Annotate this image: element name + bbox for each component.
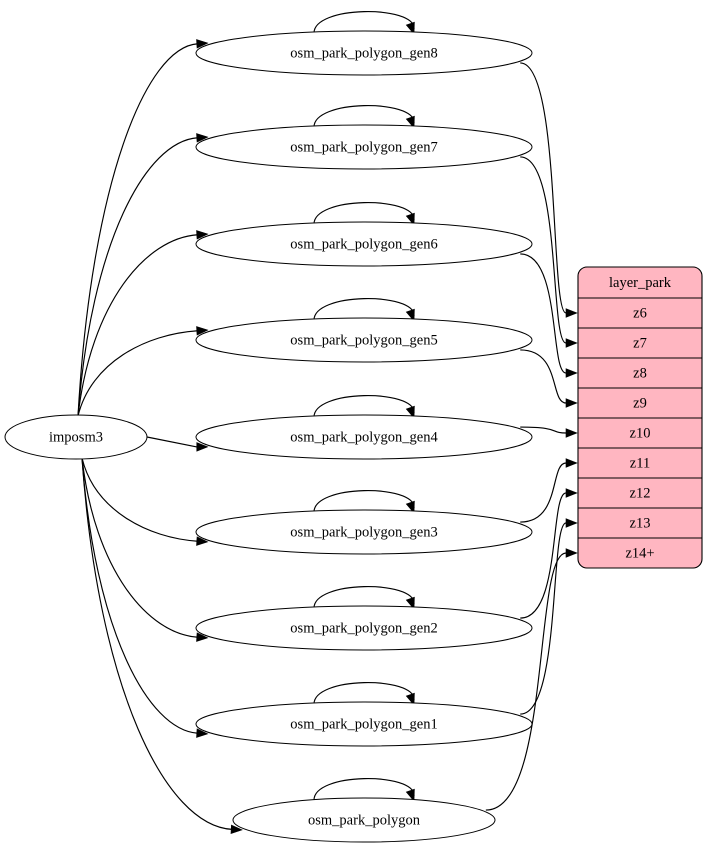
node-osm_park_polygon_gen6-shape	[195, 221, 533, 267]
edge-imposm3-to-osm_park_polygon_gen4	[146, 436, 197, 448]
arrow-imposm3-to-osm_park_polygon_gen3	[196, 536, 209, 546]
arrow-osm_park_polygon_gen7-to-table	[565, 338, 578, 348]
self-loop-osm_park_polygon	[313, 778, 415, 802]
node-osm_park_polygon_gen4[interactable]: osm_park_polygon_gen4	[195, 414, 533, 460]
nodes-layer: osm_park_polygon_gen8 osm_park_polygon_ge…	[4, 30, 533, 843]
table-header-label: layer_park	[609, 275, 672, 291]
table-row-z8[interactable]: z8	[633, 365, 647, 381]
self-loop-osm_park_polygon_gen1	[313, 682, 415, 706]
edges-layer	[77, 11, 578, 835]
arrow-osm_park_polygon_gen2-to-table	[565, 488, 578, 498]
node-osm_park_polygon_gen6-label: osm_park_polygon_gen6	[290, 236, 437, 252]
node-osm_park_polygon_gen5-label: osm_park_polygon_gen5	[290, 332, 437, 348]
arrow-imposm3-to-osm_park_polygon_gen7	[196, 133, 209, 143]
arrow-self-loop-osm_park_polygon_gen8	[405, 21, 415, 35]
node-osm_park_polygon_gen2-label: osm_park_polygon_gen2	[290, 620, 437, 636]
arrow-self-loop-osm_park_polygon_gen5	[405, 308, 415, 322]
table-row-z14plus[interactable]: z14+	[625, 545, 654, 561]
edge-imposm3-to-osm_park_polygon_gen8	[77, 43, 198, 417]
arrow-self-loop-osm_park_polygon_gen7	[405, 115, 415, 129]
arrow-imposm3-to-osm_park_polygon_gen5	[196, 326, 209, 336]
node-osm_park_polygon[interactable]: osm_park_polygon	[232, 797, 496, 843]
arrow-osm_park_polygon_gen6-to-table	[565, 368, 578, 378]
arrow-osm_park_polygon_gen3-to-table	[565, 458, 578, 468]
edge-imposm3-to-osm_park_polygon_gen1	[81, 457, 198, 734]
node-osm_park_polygon_gen3-shape	[195, 509, 533, 555]
arrow-imposm3-to-osm_park_polygon_gen4	[196, 442, 209, 452]
node-osm_park_polygon_gen4-shape	[195, 414, 533, 460]
edge-osm_park_polygon_gen6-to-row-z8	[520, 253, 567, 374]
arrow-imposm3-to-osm_park_polygon_gen6	[196, 230, 209, 240]
node-osm_park_polygon_gen2[interactable]: osm_park_polygon_gen2	[195, 605, 533, 651]
edge-osm_park_polygon-to-row-z14plus	[485, 552, 567, 811]
node-osm_park_polygon_gen3[interactable]: osm_park_polygon_gen3	[195, 509, 533, 555]
node-osm_park_polygon_gen7-shape	[195, 124, 533, 170]
arrow-osm_park_polygon_gen4-to-table	[565, 428, 578, 438]
node-osm_park_polygon_gen8-label: osm_park_polygon_gen8	[290, 45, 437, 61]
layer-park-table[interactable]: layer_park z6 z7 z8 z9 z10 z11 z12 z13 z14+	[577, 266, 703, 569]
node-osm_park_polygon_gen4-label: osm_park_polygon_gen4	[290, 429, 438, 445]
edge-osm_park_polygon_gen8-to-row-z6	[520, 62, 567, 314]
node-osm_park_polygon_gen8-shape	[195, 30, 533, 76]
self-loop-osm_park_polygon_gen8	[313, 11, 415, 35]
self-loop-osm_park_polygon_gen6	[313, 202, 415, 226]
table-row-z10[interactable]: z10	[630, 425, 651, 441]
arrow-self-loop-osm_park_polygon_gen2	[405, 596, 415, 610]
arrow-self-loop-osm_park_polygon_gen6	[405, 212, 415, 226]
table-row-z9[interactable]: z9	[633, 395, 647, 411]
self-loop-osm_park_polygon_gen4	[313, 395, 415, 419]
edge-imposm3-to-osm_park_polygon_gen3	[81, 457, 198, 542]
arrow-imposm3-to-osm_park_polygon	[230, 824, 243, 835]
edge-osm_park_polygon_gen2-to-row-z12	[520, 492, 567, 619]
arrow-osm_park_polygon_gen8-to-table	[565, 308, 578, 318]
edge-osm_park_polygon_gen4-to-row-z10	[520, 426, 567, 434]
node-osm_park_polygon_gen5[interactable]: osm_park_polygon_gen5	[195, 317, 533, 363]
self-loop-osm_park_polygon_gen3	[313, 490, 415, 514]
edge-osm_park_polygon_gen7-to-row-z7	[520, 156, 567, 344]
self-loop-osm_park_polygon_gen2	[313, 586, 415, 610]
node-osm_park_polygon_gen1-label: osm_park_polygon_gen1	[290, 716, 437, 732]
table-row-z13[interactable]: z13	[630, 515, 651, 531]
arrow-self-loop-osm_park_polygon_gen3	[405, 500, 415, 514]
arrow-osm_park_polygon_gen5-to-table	[565, 398, 578, 408]
edge-osm_park_polygon_gen5-to-row-z9	[520, 349, 567, 404]
edge-osm_park_polygon_gen3-to-row-z11	[520, 462, 567, 523]
arrow-self-loop-osm_park_polygon_gen1	[405, 692, 415, 706]
arrow-self-loop-osm_park_polygon	[405, 788, 415, 802]
edge-imposm3-to-osm_park_polygon_gen6	[77, 234, 198, 417]
edge-imposm3-to-osm_park_polygon_gen5	[77, 330, 198, 417]
table-row-z7[interactable]: z7	[633, 335, 647, 351]
table-row-z12[interactable]: z12	[630, 485, 651, 501]
node-osm_park_polygon_gen1[interactable]: osm_park_polygon_gen1	[195, 701, 533, 747]
arrow-imposm3-to-osm_park_polygon_gen1	[196, 728, 209, 738]
arrow-imposm3-to-osm_park_polygon_gen2	[196, 632, 209, 642]
edge-imposm3-to-osm_park_polygon_gen2	[81, 457, 198, 638]
edge-imposm3-to-osm_park_polygon_gen7	[77, 137, 198, 417]
arrow-imposm3-to-osm_park_polygon_gen8	[196, 39, 209, 49]
node-imposm3[interactable]: imposm3	[4, 414, 148, 460]
node-osm_park_polygon_gen6[interactable]: osm_park_polygon_gen6	[195, 221, 533, 267]
node-imposm3-shape	[4, 414, 148, 460]
node-osm_park_polygon-label: osm_park_polygon	[308, 812, 421, 828]
node-osm_park_polygon_gen7-label: osm_park_polygon_gen7	[290, 139, 437, 155]
node-osm_park_polygon_gen8[interactable]: osm_park_polygon_gen8	[195, 30, 533, 76]
edge-osm_park_polygon_gen1-to-row-z13	[520, 522, 567, 715]
arrow-osm_park_polygon-to-table	[565, 548, 578, 558]
node-osm_park_polygon-shape	[232, 797, 496, 843]
arrow-self-loop-osm_park_polygon_gen4	[405, 405, 415, 419]
table-row-z6[interactable]: z6	[633, 305, 647, 321]
node-imposm3-label: imposm3	[49, 429, 103, 445]
edge-imposm3-to-osm_park_polygon	[81, 457, 233, 830]
node-osm_park_polygon_gen3-label: osm_park_polygon_gen3	[290, 524, 437, 540]
table-row-z11[interactable]: z11	[630, 455, 650, 471]
node-osm_park_polygon_gen7[interactable]: osm_park_polygon_gen7	[195, 124, 533, 170]
node-osm_park_polygon_gen2-shape	[195, 605, 533, 651]
arrow-osm_park_polygon_gen1-to-table	[565, 518, 578, 528]
self-loop-osm_park_polygon_gen7	[313, 105, 415, 129]
self-loop-osm_park_polygon_gen5	[313, 298, 415, 322]
node-osm_park_polygon_gen1-shape	[195, 701, 533, 747]
node-osm_park_polygon_gen5-shape	[195, 317, 533, 363]
